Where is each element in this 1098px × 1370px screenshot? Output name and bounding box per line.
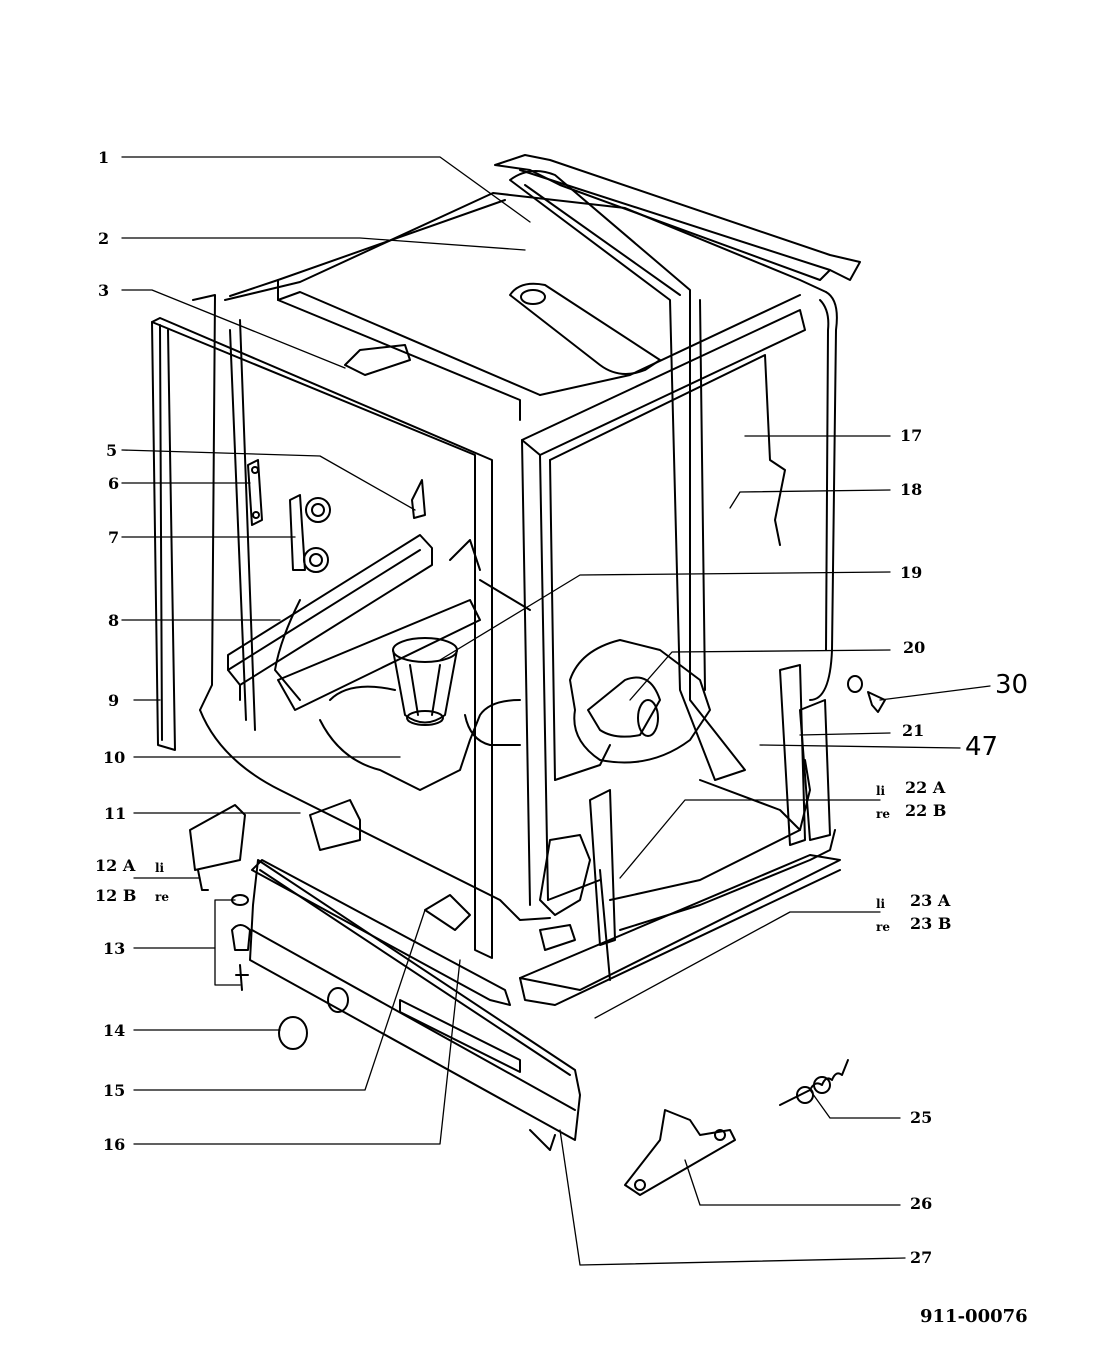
label-part-16: 16 [103,1135,126,1154]
label-part-10: 10 [103,748,126,767]
leader-lines [121,156,991,1266]
label-part-11: 11 [104,804,127,823]
latch-block [189,799,361,871]
label-part-21: 21 [902,721,925,740]
kick-plate [249,859,581,1151]
label-part-8: 8 [108,611,120,630]
lower-spray-bar [277,599,481,711]
label-part-27: 27 [910,1248,933,1267]
label-part-20: 20 [903,638,926,657]
label-part-30: 30 [995,670,1029,700]
label-part-1: 1 [98,148,110,167]
label-part-22a: 22 A [905,778,946,797]
door-seal [151,317,493,959]
lower-rail [251,859,511,1006]
filter [392,637,458,726]
label-part-9: 9 [108,691,120,710]
hinge-right [779,664,831,846]
label-part-17: 17 [900,426,923,445]
label-part-23a: 23 A [910,891,951,910]
label-part-19: 19 [900,563,923,582]
clip [411,479,426,519]
plug [278,1016,308,1050]
label-part-15: 15 [103,1081,126,1100]
screw [847,675,886,713]
label-part-25: 25 [910,1108,933,1127]
label-part-12a: 12 A [95,856,136,875]
tag-right-12: re [155,890,169,904]
label-part-3: 3 [98,281,110,300]
side-channel [509,170,746,781]
label-part-5: 5 [106,441,118,460]
tag-left-12: li [155,861,165,875]
tag-left-22: li [876,784,886,798]
label-part-13: 13 [103,939,126,958]
document-number: 911-00076 [920,1306,1028,1327]
label-part-22b: 22 B [905,801,947,820]
spring [779,1059,849,1106]
rack-rail [227,534,433,701]
label-part-14: 14 [103,1021,126,1040]
tag-left-23: li [876,897,886,911]
hinge-lever [624,1109,736,1196]
label-part-2: 2 [98,229,110,248]
label-part-7: 7 [108,528,120,547]
rack-rollers [247,459,331,573]
base-frame [519,854,841,1006]
label-part-12b: 12 B [95,886,137,905]
label-part-47: 47 [965,732,999,762]
tub-body [192,192,838,931]
label-part-26: 26 [910,1194,933,1213]
tag-right-23: re [876,920,890,934]
adjustable-foot [197,869,251,991]
top-mounting-rail [494,154,861,281]
label-part-6: 6 [108,474,120,493]
label-part-18: 18 [900,480,923,499]
hinge-left [539,789,616,951]
tag-right-22: re [876,807,890,821]
hose [587,676,661,738]
front-bracket [424,894,471,931]
label-part-23b: 23 B [910,914,952,933]
